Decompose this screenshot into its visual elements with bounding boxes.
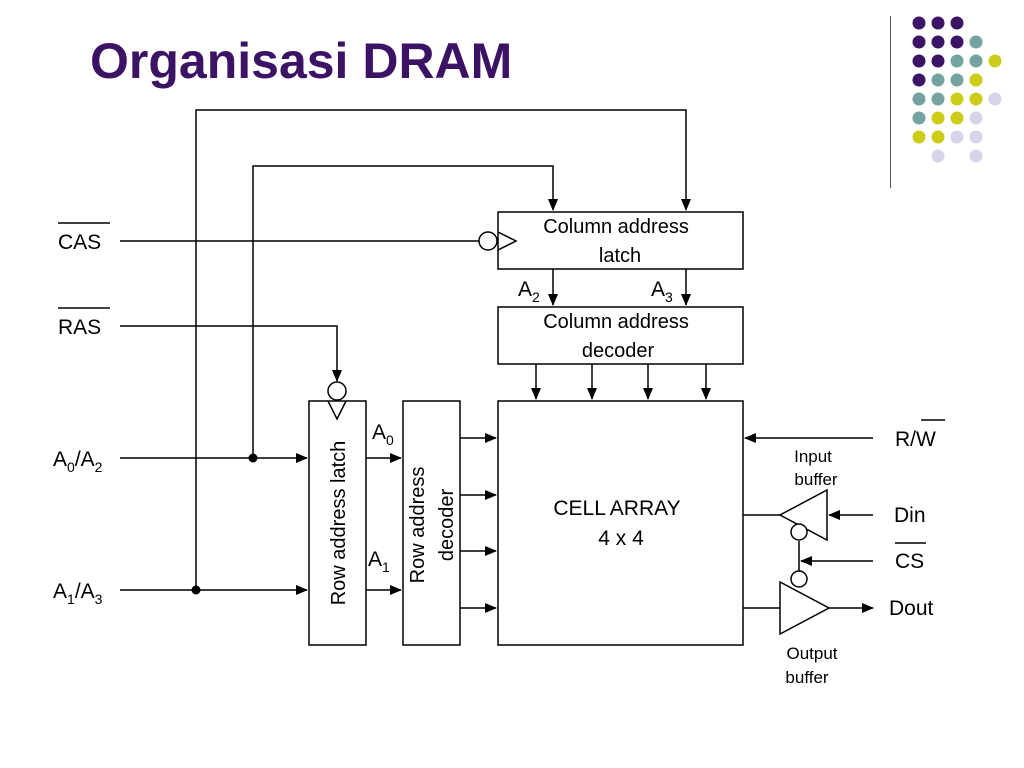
a0-signal-label: A0: [372, 421, 394, 448]
output-buffer-label-line1: Output: [786, 644, 837, 663]
decorative-dot: [969, 92, 983, 106]
ras-wire: [120, 325, 342, 382]
cell-array-block: [497, 400, 744, 646]
cell-array-label-line2: 4 x 4: [598, 527, 644, 550]
decorative-dot: [969, 35, 983, 49]
decorative-dot: [912, 92, 926, 106]
decorative-dot: [950, 73, 964, 87]
a0-a2-column-route-wire: [252, 165, 558, 458]
decorative-dot: [950, 54, 964, 68]
a0-a2-junction-dot: [248, 453, 258, 463]
cs-label: CS: [895, 550, 924, 573]
decorative-dot: [912, 54, 926, 68]
decorative-dot: [931, 92, 945, 106]
cas-clock-triangle: [497, 231, 518, 251]
decorative-dot: [988, 54, 1002, 68]
decorative-dot: [912, 73, 926, 87]
decorative-dot: [969, 73, 983, 87]
input-buffer-enable-bubble: [790, 523, 808, 541]
decorative-dot: [931, 16, 945, 30]
input-buffer-label-line2: buffer: [794, 470, 838, 489]
a2-signal-label: A2: [518, 278, 540, 305]
decorative-dot: [931, 73, 945, 87]
decorative-dot: [931, 130, 945, 144]
din-label: Din: [894, 504, 926, 527]
a3-signal-label: A3: [651, 278, 673, 305]
decorative-dot: [988, 92, 1002, 106]
input-buffer-label-line1: Input: [794, 447, 832, 466]
cas-inversion-bubble: [478, 231, 498, 251]
a1-a3-junction-dot: [191, 585, 201, 595]
decorative-dot-grid: [912, 16, 1002, 163]
ras-inversion-bubble: [327, 381, 347, 401]
column-latch-label-line2: latch: [599, 245, 641, 267]
decorative-dot: [969, 111, 983, 125]
column-decoder-label-line2: decoder: [582, 340, 655, 362]
decorative-dot: [950, 130, 964, 144]
output-buffer-enable-bubble: [790, 570, 808, 588]
cas-label: CAS: [58, 231, 101, 254]
column-latch-label-line1: Column address: [543, 216, 689, 238]
a1-a3-column-route-wire: [195, 109, 691, 590]
ras-label: RAS: [58, 316, 101, 339]
decorative-dot: [912, 130, 926, 144]
a1-a3-label: A1/A3: [53, 580, 103, 607]
decorative-dot: [931, 54, 945, 68]
decorative-dot: [912, 16, 926, 30]
a0-a2-label: A0/A2: [53, 448, 103, 475]
decorative-dot: [912, 111, 926, 125]
row-address-decoder-block: [402, 400, 461, 646]
ras-clock-triangle: [327, 400, 347, 421]
output-buffer-triangle: [779, 580, 831, 636]
output-buffer-label-line2: buffer: [785, 668, 829, 687]
decorative-dot: [950, 92, 964, 106]
row-decoder-label-line2: decoder: [436, 489, 458, 562]
decorative-dot: [969, 130, 983, 144]
decorative-dot: [969, 149, 983, 163]
dout-label: Dout: [889, 597, 934, 620]
decorative-dot: [931, 111, 945, 125]
cell-array-label-line1: CELL ARRAY: [553, 497, 680, 520]
slide-title: Organisasi DRAM: [90, 33, 513, 89]
decorative-dot: [950, 111, 964, 125]
rw-label: R/W: [895, 428, 936, 451]
decorative-dot: [912, 35, 926, 49]
column-decoder-label-line1: Column address: [543, 311, 689, 333]
row-decoder-label-line1: Row address: [407, 467, 429, 584]
column-address-latch-block: [497, 211, 744, 270]
decorative-dot: [931, 35, 945, 49]
row-address-latch-block: [308, 400, 367, 646]
row-latch-label: Row address latch: [328, 441, 350, 606]
decorative-dot: [950, 16, 964, 30]
column-address-decoder-block: [497, 306, 744, 365]
decorative-divider-line: [890, 16, 891, 188]
decorative-dot: [931, 149, 945, 163]
decorative-dot: [969, 54, 983, 68]
a1-signal-label: A1: [368, 548, 390, 575]
decorative-dot: [950, 35, 964, 49]
